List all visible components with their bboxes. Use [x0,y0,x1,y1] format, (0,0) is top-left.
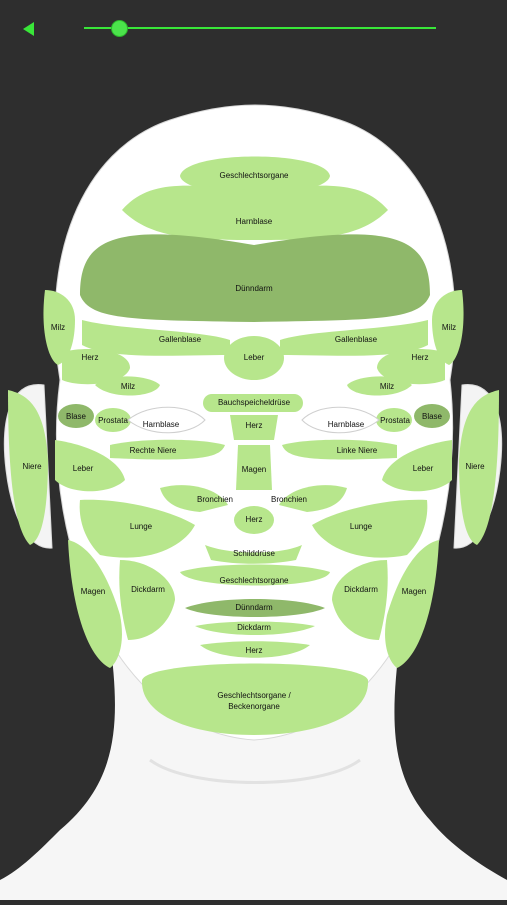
zone-gallenblase-right[interactable] [280,320,428,356]
label-harnblase-eye-left: Harnblase [143,420,180,429]
label-geschlechtsorgane-chin-1: Geschlechtsorgane / [217,691,291,700]
label-bronchien-left: Bronchien [197,495,233,504]
back-arrow-icon [23,22,34,36]
label-herz-nose: Herz [246,421,263,430]
label-herz-nosetip: Herz [246,515,263,524]
neck-shape [0,640,507,900]
zone-herz-left[interactable] [62,348,130,385]
label-milz-eye-right: Milz [380,382,394,391]
zone-milz-right[interactable] [432,290,464,365]
zone-milz-eye-right[interactable] [347,376,412,396]
face-svg: Geschlechtsorgane Harnblase Dünndarm Mil… [0,104,507,900]
label-duenndarm-top: Dünndarm [235,284,273,293]
zone-leber-left[interactable] [55,440,125,492]
label-gallenblase-right: Gallenblase [335,335,378,344]
zone-blase-right[interactable] [414,404,450,428]
zone-lunge-left[interactable] [79,499,195,558]
zone-lunge-right[interactable] [312,499,428,558]
back-button[interactable] [14,16,42,42]
label-herz-left: Herz [82,353,99,362]
zone-prostata-right[interactable] [376,408,412,432]
label-bauchspeicheldruese: Bauchspeicheldrüse [218,398,291,407]
zone-duenndarm-lip[interactable] [185,599,325,617]
label-niere-left: Niere [22,462,42,471]
zone-niere-left[interactable] [8,390,48,545]
face-diagram: Geschlechtsorgane Harnblase Dünndarm Mil… [0,60,507,900]
zone-leber-right[interactable] [382,440,452,492]
zoom-slider[interactable] [84,18,436,38]
zone-herz-nosetip[interactable] [234,506,274,534]
label-schilddruese: Schilddrüse [233,549,275,558]
zone-rechte-niere[interactable] [110,439,225,460]
zone-bauchspeicheldruese[interactable] [203,394,303,412]
label-herz-chin: Herz [246,646,263,655]
label-niere-right: Niere [465,462,485,471]
label-linke-niere: Linke Niere [337,446,378,455]
zone-leber-center[interactable] [224,336,284,380]
label-magen-nose: Magen [242,465,266,474]
zone-schilddruese[interactable] [205,545,302,564]
label-geschlechtsorgane-mouth: Geschlechtsorgane [220,576,289,585]
zone-gallenblase-left[interactable] [82,320,230,356]
label-harnblase-top: Harnblase [236,217,273,226]
zone-dickdarm-right[interactable] [332,560,388,640]
label-milz-left: Milz [51,323,65,332]
label-herz-right: Herz [412,353,429,362]
zone-geschlechtsorgane-mouth[interactable] [180,564,330,586]
label-duenndarm-lip: Dünndarm [235,603,273,612]
right-eye [301,406,380,434]
label-milz-eye-left: Milz [121,382,135,391]
label-harnblase-eye-right: Harnblase [328,420,365,429]
zone-magen-nose[interactable] [236,445,272,490]
zone-duenndarm-top[interactable] [80,234,430,322]
label-bronchien-right: Bronchien [271,495,307,504]
zone-bronchien-right[interactable] [279,485,347,512]
label-magen-right: Magen [402,587,426,596]
label-dickdarm-left: Dickdarm [131,585,165,594]
zone-dickdarm-lip[interactable] [195,621,315,636]
slider-thumb[interactable] [111,20,128,37]
left-eye [127,406,206,434]
zone-geschlechtsorgane-top[interactable] [180,156,330,195]
zone-milz-eye-left[interactable] [95,376,160,396]
zone-geschlechtsorgane-chin[interactable] [141,663,369,736]
label-prostata-right: Prostata [380,416,410,425]
zone-magen-left[interactable] [68,540,122,668]
label-geschlechtsorgane-top: Geschlechtsorgane [220,171,289,180]
zone-milz-left[interactable] [43,290,75,365]
label-lunge-right: Lunge [350,522,373,531]
label-lunge-left: Lunge [130,522,153,531]
zone-prostata-left[interactable] [95,408,131,432]
label-dickdarm-right: Dickdarm [344,585,378,594]
label-blase-right: Blase [422,412,443,421]
zone-bronchien-left[interactable] [160,485,228,512]
label-rechte-niere: Rechte Niere [130,446,177,455]
zone-magen-right[interactable] [385,540,439,668]
label-leber-right: Leber [413,464,434,473]
label-leber-left: Leber [73,464,94,473]
zone-harnblase-top[interactable] [122,185,388,240]
label-blase-left: Blase [66,412,87,421]
label-gallenblase-left: Gallenblase [159,335,202,344]
zone-dickdarm-left[interactable] [119,560,175,640]
zone-blase-left[interactable] [58,404,94,428]
zone-herz-chin[interactable] [200,641,310,658]
label-milz-right: Milz [442,323,456,332]
label-geschlechtsorgane-chin-2: Beckenorgane [228,702,280,711]
top-toolbar [0,0,507,60]
zone-niere-right[interactable] [459,390,499,545]
label-magen-left: Magen [81,587,105,596]
slider-track [84,27,436,29]
label-dickdarm-lip: Dickdarm [237,623,271,632]
label-leber-center: Leber [244,353,265,362]
label-prostata-left: Prostata [98,416,128,425]
zone-herz-nose[interactable] [230,415,278,440]
zone-linke-niere[interactable] [282,439,397,460]
zone-herz-right[interactable] [377,348,445,385]
